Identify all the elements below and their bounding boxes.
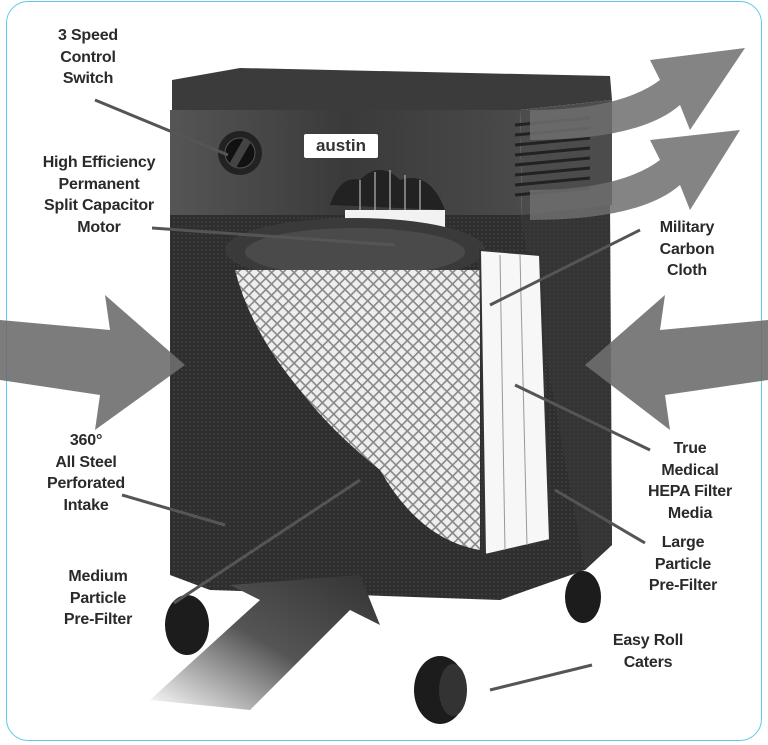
label-line: High Efficiency (42, 154, 156, 171)
label-line: Particle (69, 589, 127, 607)
hepa-filter-cylinder (225, 218, 485, 550)
label-line: Cloth (667, 262, 707, 279)
label-line: Media (667, 504, 713, 522)
label-line: Motor (77, 218, 121, 236)
label-line: Large (661, 534, 705, 551)
label-line: All Steel (55, 453, 117, 471)
label-carbon-cloth: Military Carbon Cloth (660, 217, 715, 282)
label-line: Medium (68, 568, 128, 585)
label-line: Medical (661, 461, 719, 479)
label-line: Caters (623, 653, 673, 671)
label-casters: Easy Roll Caters (613, 630, 683, 673)
airflow-arrows (0, 48, 768, 710)
label-hepa: True Medical HEPA Filter Media (648, 438, 732, 524)
label-line: Intake (63, 496, 109, 514)
label-line: Control (60, 48, 116, 66)
carbon-cloth-panel (478, 248, 552, 557)
austin-logo: austin (304, 134, 378, 158)
label-line: Easy Roll (612, 632, 684, 649)
label-medium-prefilter: Medium Particle Pre-Filter (64, 566, 132, 631)
label-line: 360° (69, 432, 103, 449)
label-line: Military (659, 219, 715, 236)
caster-wheels (165, 571, 601, 724)
label-line: Permanent (58, 175, 140, 193)
label-line: Pre-Filter (648, 577, 718, 594)
label-line: Perforated (46, 475, 126, 492)
label-line: HEPA Filter (647, 483, 733, 500)
label-line: 3 Speed (58, 27, 118, 44)
label-line: Split Capacitor (44, 197, 154, 214)
label-motor: High Efficiency Permanent Split Capacito… (43, 152, 156, 238)
label-speed-switch: 3 Speed Control Switch (58, 25, 118, 90)
callout-arrows (94, 98, 651, 692)
speed-control-knob[interactable] (218, 131, 262, 175)
label-line: Switch (62, 70, 114, 87)
label-intake: 360° All Steel Perforated Intake (47, 430, 125, 516)
label-line: Particle (654, 555, 712, 573)
label-line: Pre-Filter (63, 611, 133, 628)
label-line: Carbon (659, 240, 715, 258)
label-large-prefilter: Large Particle Pre-Filter (649, 532, 717, 597)
label-line: True (673, 440, 707, 457)
